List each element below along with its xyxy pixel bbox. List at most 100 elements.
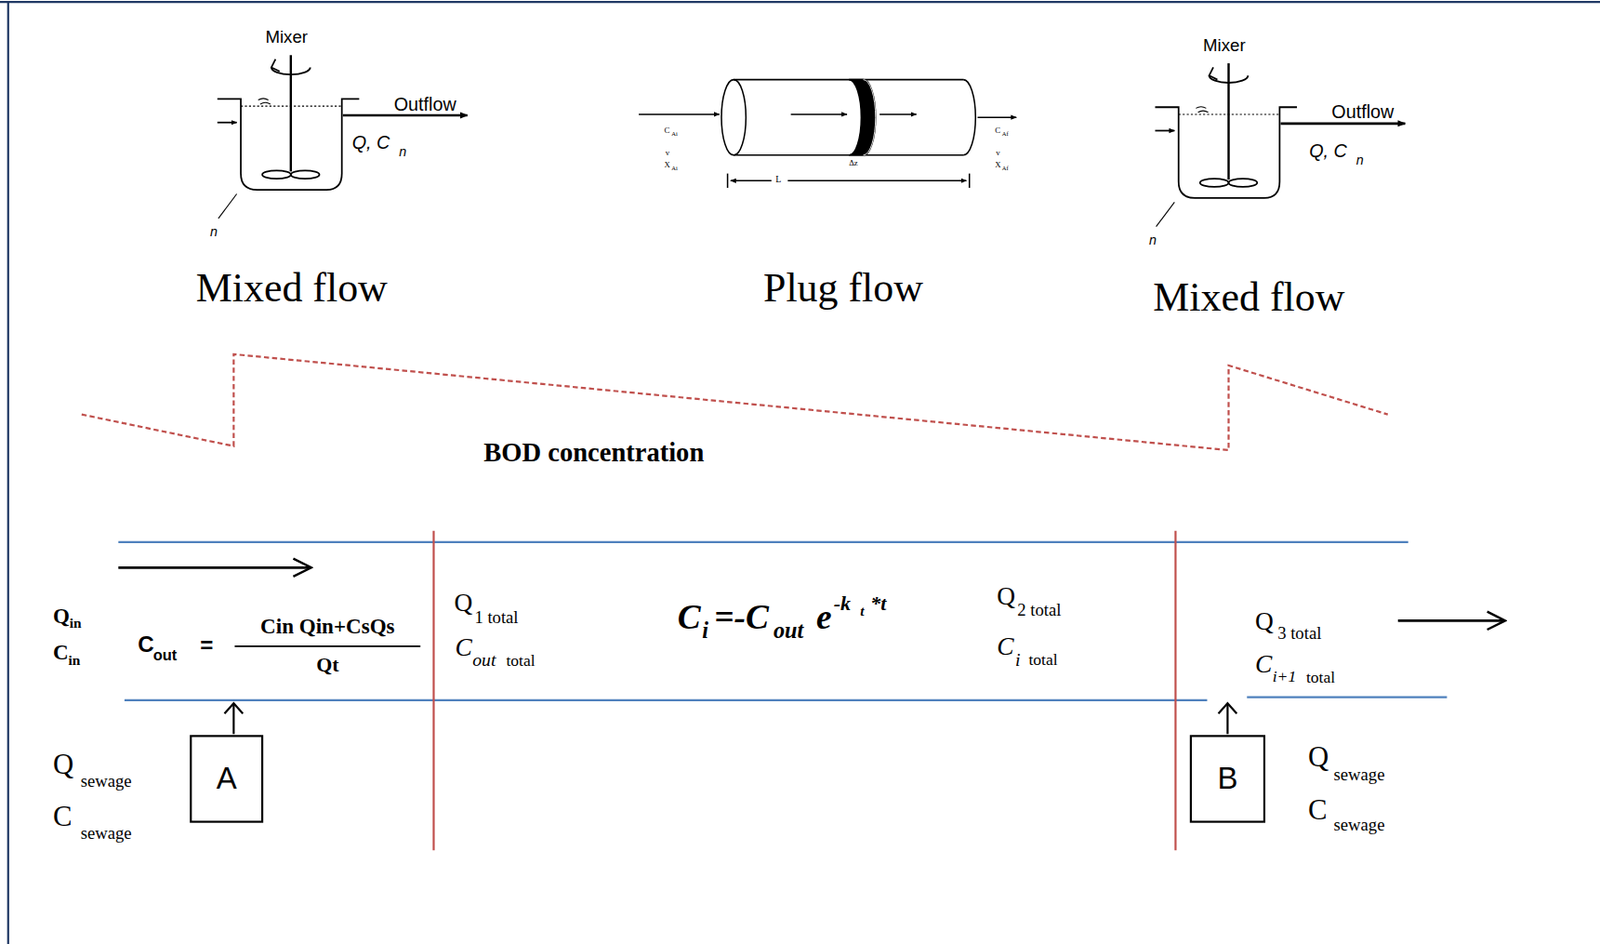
bod-profile [81, 354, 1389, 450]
formula: =-C [714, 599, 769, 635]
variable: Q [453, 589, 473, 615]
plug-flow-pipe [787, 180, 966, 183]
inflow-arrow [1226, 703, 1229, 734]
variable: X [664, 160, 671, 170]
fraction-bar [234, 645, 421, 648]
variable: Q, C [352, 133, 391, 153]
inflow-arrow [232, 703, 235, 734]
plug-flow-pipe [791, 113, 847, 116]
section-title: Mixed flow [196, 267, 388, 309]
dimension: Δz [848, 158, 859, 168]
mixed-tank [290, 54, 292, 172]
plug-flow-pipe [879, 113, 917, 116]
mixed-tank [262, 170, 291, 179]
subscript: Af [1002, 165, 1009, 172]
river-channel [118, 387, 1506, 850]
mixed-tank [1200, 178, 1230, 187]
variable: C [677, 599, 701, 635]
plug-flow-pipe [968, 173, 971, 188]
variable: C [664, 126, 671, 135]
flow-label: Outflow [394, 94, 457, 114]
exponent: *t [870, 593, 886, 614]
river-channel [1174, 530, 1177, 851]
formula-numerator: Cin Qin+CsQs [260, 615, 395, 637]
mixed-tank [217, 98, 360, 190]
subscript: sewage [80, 772, 133, 791]
variable: C [1255, 650, 1272, 676]
subscript: total [505, 651, 535, 669]
river-channel [118, 566, 311, 569]
subscript: 3 total [1277, 624, 1322, 643]
subscript: in [68, 652, 81, 667]
subscript: out [153, 647, 178, 662]
plug-flow-pipe [733, 79, 964, 81]
axis-label: BOD concentration [483, 439, 704, 467]
subscript: total [1306, 669, 1336, 687]
variable: Q [1308, 742, 1329, 772]
river-channel [432, 530, 435, 851]
plug-flow-pipe [848, 79, 876, 156]
plug-flow-pipe [978, 116, 1018, 119]
plug-flow-pipe [721, 79, 746, 156]
page-frame [0, 0, 1600, 3]
subscript: Af [1002, 130, 1009, 137]
subscript: 1 total [474, 608, 518, 626]
subscript: out [773, 619, 804, 642]
inflow-arrow [224, 702, 243, 714]
mixed-tank [258, 98, 271, 105]
exponent: t [859, 604, 864, 619]
variable: C [137, 634, 154, 657]
callout-label: n [210, 224, 218, 238]
source-box: A [189, 734, 264, 822]
river-channel [118, 541, 1408, 543]
variable: C [52, 641, 69, 663]
variable: Q [52, 605, 70, 627]
plug-flow-pipe [733, 154, 964, 157]
box-letter: A [216, 763, 238, 794]
mixed-tank [343, 114, 468, 118]
subscript: in [69, 616, 82, 631]
mixed-tank [1195, 106, 1208, 113]
subscript: Ai [671, 165, 678, 172]
flow-label: Outflow [1331, 103, 1394, 122]
operator: = [199, 634, 213, 658]
subscript: sewage [1334, 765, 1386, 783]
mixed-tank [1154, 106, 1297, 199]
variable: Q [1255, 608, 1274, 634]
variable: C [996, 633, 1014, 659]
inflow-arrow [1218, 702, 1238, 714]
formula-denominator: Qt [316, 654, 339, 675]
plug-flow-pipe [727, 173, 729, 188]
plug-flow-pipe [863, 79, 876, 156]
subscript: total [1028, 650, 1058, 668]
subscript: Ai [671, 130, 678, 137]
variable: Q [52, 750, 74, 780]
mixed-tank [271, 59, 280, 72]
variable: Q, C [1309, 142, 1348, 161]
mixed-tank [217, 121, 238, 124]
exponent: -k [833, 593, 851, 614]
plug-flow-pipe [638, 79, 1017, 188]
variable: Q [996, 582, 1016, 609]
box-letter: B [1216, 763, 1238, 794]
subscript: i+1 [1272, 668, 1297, 686]
river-channel [1246, 696, 1447, 699]
mixed-tank [217, 54, 468, 219]
fraction-bar [234, 645, 421, 647]
subscript: sewage [1334, 816, 1386, 834]
bod-profile [81, 354, 1389, 450]
subscript: out [472, 649, 496, 669]
subscript: 2 total [1017, 600, 1061, 619]
mixed-tank [1280, 121, 1405, 125]
section-title: Plug flow [763, 267, 924, 309]
subscript: i [1015, 649, 1021, 669]
plug-flow-pipe [730, 180, 772, 183]
source-box: B [1190, 734, 1266, 822]
subscript: n [398, 145, 407, 159]
mixed-tank [218, 194, 238, 219]
mixed-tank [1154, 130, 1175, 133]
inflow-arrow [224, 702, 1237, 734]
mixed-tank [1154, 63, 1405, 227]
mixed-tank [290, 170, 320, 179]
mixed-tank [1229, 178, 1258, 187]
